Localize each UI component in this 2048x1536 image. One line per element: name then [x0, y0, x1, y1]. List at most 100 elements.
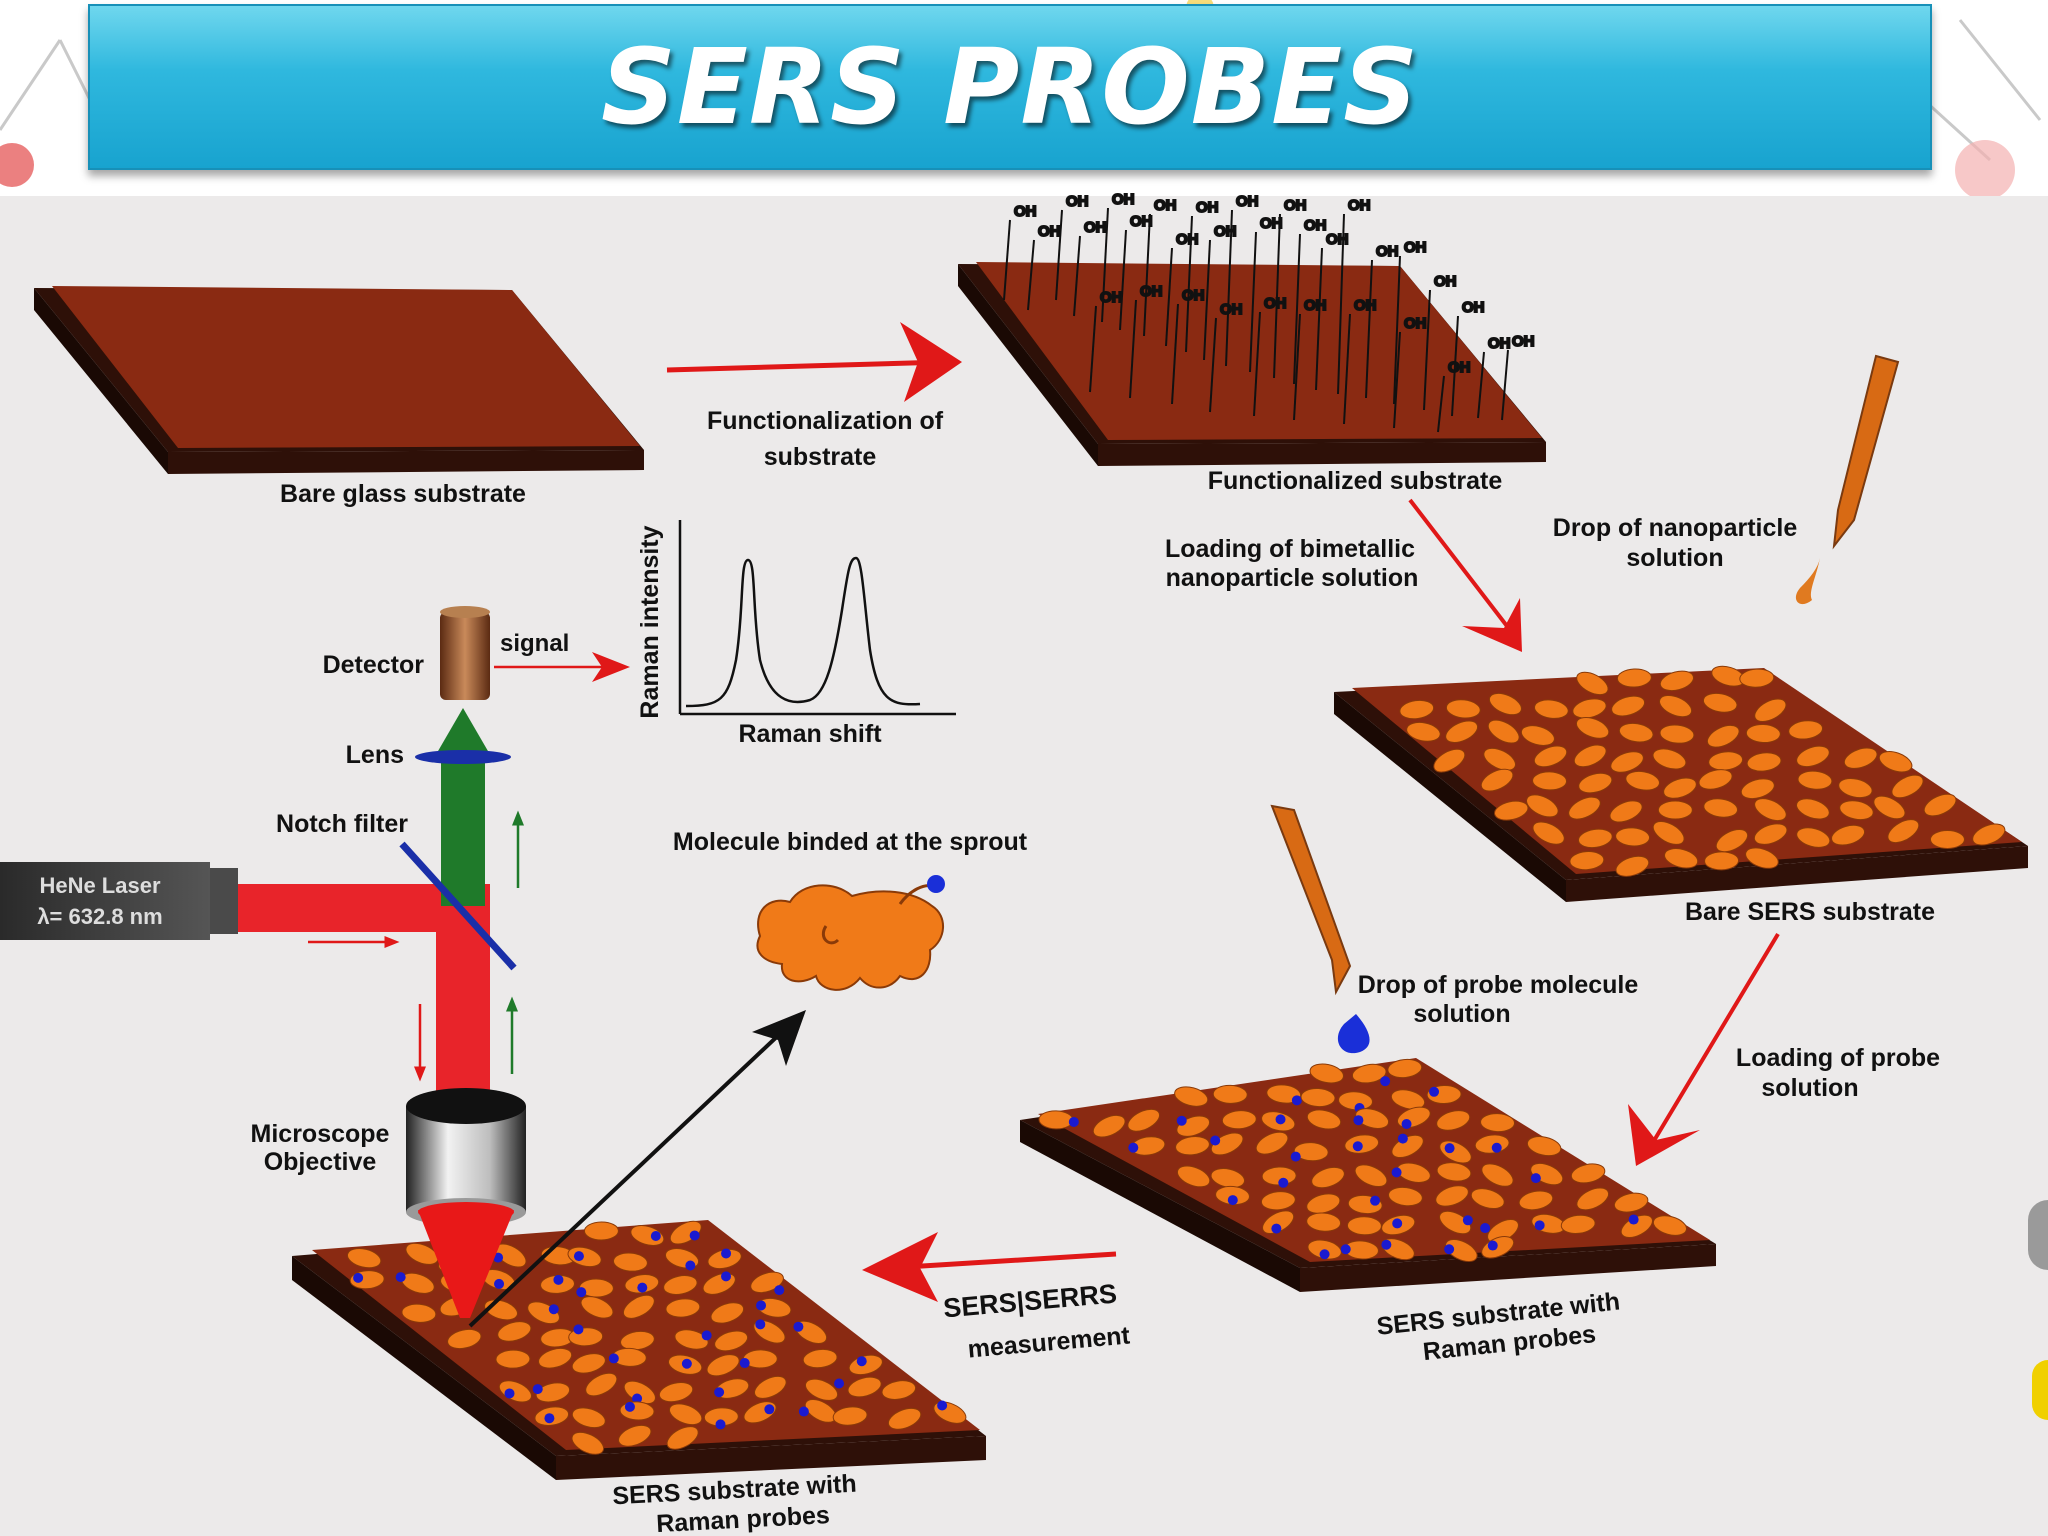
nanoparticle	[1575, 716, 1610, 739]
nanoparticle	[1533, 699, 1569, 719]
signal-beam-head	[434, 708, 492, 758]
next-slide-tab[interactable]	[2028, 1200, 2048, 1270]
nanoparticle	[1480, 768, 1514, 792]
probe-dot	[834, 1378, 845, 1389]
label-loading-probe-1: Loading of probe	[1736, 1044, 1940, 1072]
probe-dot	[1487, 1240, 1498, 1251]
nanoparticle	[1390, 1089, 1426, 1110]
probe-dot	[756, 1300, 767, 1311]
probe-dot	[624, 1401, 635, 1412]
label-loading-bimetallic-1: Loading of bimetallic	[1165, 535, 1415, 563]
oh-label: OH	[1140, 283, 1163, 300]
oh-label: OH	[1264, 295, 1287, 312]
oh-stem	[1055, 209, 1063, 301]
probe-dot	[721, 1271, 732, 1282]
oh-stem	[1101, 207, 1109, 323]
nanoparticle	[1387, 1058, 1423, 1079]
nanoparticle	[1929, 829, 1965, 849]
probe-dropper	[1270, 804, 1370, 1054]
nanoparticle	[1532, 771, 1568, 791]
nanoparticle	[1338, 1091, 1373, 1111]
oh-label: OH	[1354, 297, 1377, 314]
probe-dot	[494, 1278, 505, 1289]
probe-dot	[701, 1330, 712, 1341]
nanoparticle	[1797, 770, 1833, 790]
nanoparticle	[497, 1321, 532, 1342]
oh-stem	[1089, 305, 1097, 393]
molecule-zoom-arrow	[468, 1028, 786, 1328]
oh-label: OH	[1014, 203, 1037, 220]
nanoparticle	[668, 1403, 703, 1426]
probe-dot	[637, 1282, 648, 1293]
nanoparticle	[1618, 722, 1654, 743]
label-loading-bimetallic-2: nanoparticle solution	[1166, 564, 1419, 592]
probe-drop	[1337, 1014, 1370, 1054]
nanoparticle	[1569, 851, 1605, 871]
label-functionalization-2: substrate	[764, 443, 877, 471]
nanoparticle	[1127, 1108, 1161, 1132]
nanoparticle	[583, 1221, 619, 1241]
nanoparticle	[1704, 851, 1740, 871]
nanoparticle	[1560, 1214, 1596, 1234]
oh-stem	[1185, 215, 1193, 353]
nanoparticle	[1355, 1108, 1390, 1129]
nanoparticle	[1613, 1192, 1649, 1213]
probe-dot	[714, 1387, 725, 1398]
probe-dot	[504, 1388, 515, 1399]
probe-dot	[1319, 1249, 1330, 1260]
probe-dot	[548, 1304, 559, 1315]
oh-label: OH	[1404, 315, 1427, 332]
label-drop-probe-2: solution	[1413, 1000, 1510, 1028]
probe-dot	[532, 1384, 543, 1395]
nanoparticle	[1255, 1131, 1289, 1155]
oh-stem	[1393, 255, 1401, 405]
nanoparticle	[1038, 1110, 1074, 1130]
signal-beam	[441, 756, 485, 906]
probe-dot	[573, 1251, 584, 1262]
nanoparticle	[1480, 1113, 1516, 1133]
nanoparticle	[1433, 748, 1466, 773]
nanoparticle	[832, 1406, 868, 1426]
oh-label: OH	[1154, 197, 1177, 214]
probe-dot	[1444, 1143, 1455, 1154]
label-bare-glass: Bare glass substrate	[280, 480, 526, 508]
probe-dot	[553, 1274, 564, 1285]
oh-label: OH	[1176, 231, 1199, 248]
probe-dot	[1480, 1223, 1491, 1234]
loading-bimetallic-arrow-head	[1462, 598, 1522, 652]
probe-dot	[739, 1358, 750, 1369]
hene-laser: HeNe Laser λ= 632.8 nm	[0, 862, 238, 940]
nanoparticle	[1706, 724, 1740, 748]
nanoparticle	[1470, 1188, 1505, 1210]
oh-stem	[1143, 213, 1151, 337]
label-bare-sers: Bare SERS substrate	[1685, 898, 1935, 926]
probe-dot	[1628, 1214, 1639, 1225]
oh-stem	[1273, 213, 1281, 379]
oh-label: OH	[1434, 273, 1457, 290]
probe-dot	[1210, 1135, 1221, 1146]
nanoparticle	[1831, 824, 1866, 846]
label-laser-1: HeNe Laser	[39, 873, 161, 898]
probe-dot	[1370, 1195, 1381, 1206]
nanoparticle	[1796, 745, 1830, 768]
label-functionalization-1: Functionalization of	[707, 407, 944, 435]
nanoparticle	[1615, 827, 1651, 847]
probe-dot	[764, 1404, 775, 1415]
nanoparticle	[1483, 747, 1516, 771]
nanoparticle	[887, 1407, 922, 1430]
probe-dot	[573, 1324, 584, 1335]
nanoparticle	[1657, 800, 1693, 820]
nanoparticle	[1715, 829, 1749, 853]
oh-stem	[1337, 213, 1345, 395]
probe-dot	[856, 1356, 867, 1367]
nanoparticle	[1388, 1186, 1423, 1207]
probe-dot	[937, 1400, 948, 1411]
nanoparticle	[1212, 1084, 1248, 1104]
nanoparticle-layer-right	[1038, 1058, 1688, 1262]
nanoparticle	[1092, 1114, 1126, 1138]
nanoparticle	[1306, 1212, 1342, 1232]
nanoparticle	[535, 1382, 571, 1403]
oh-stem	[1393, 331, 1401, 429]
oh-stem	[1315, 247, 1323, 391]
